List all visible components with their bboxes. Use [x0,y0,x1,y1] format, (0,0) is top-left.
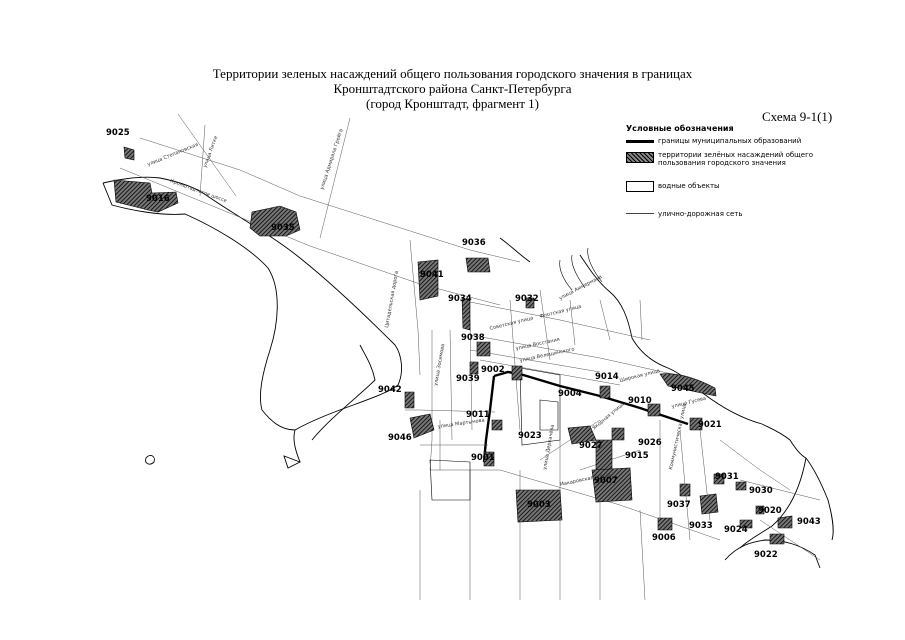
zone-label: 9023 [518,431,542,441]
green-zone-9001 [483,451,495,467]
green-zone-9024 [739,519,753,529]
green-zone-9021 [689,417,703,431]
zone-label: 9002 [481,365,505,375]
zone-label: 9046 [388,433,412,443]
green-zone-9030 [735,481,747,491]
zone-label: 9007 [594,476,618,486]
green-zone-9002 [511,365,523,381]
street-label: Цитадельская дорога [384,271,400,329]
zone-label: 9010 [628,396,652,406]
green-zone-9041 [417,259,439,301]
zone-label: 9030 [749,486,773,496]
legend-item-water: водные объекты [626,181,866,195]
coastline [102,176,834,569]
zone-label: 9027 [579,441,603,451]
zone-label: 9039 [456,374,480,384]
empty-box-icon [626,181,654,192]
water-bodies [429,247,603,501]
zone-label: 9036 [462,238,486,248]
green-zone-9031 [713,473,725,485]
street-label: Флотская улица [539,304,582,320]
zone-label: 9043 [797,517,821,527]
zone-label: 9037 [667,500,691,510]
map-title-line-2: Кронштадтского района Санкт-Петербурга [333,81,572,96]
hatched-box-icon [626,152,654,163]
zone-label: 9045 [671,384,695,394]
street-label: Якорная улица [591,402,625,432]
street-label: улица Степановская [147,142,200,168]
street-label: улица Деркачёва [542,424,556,470]
green-zone-9020 [755,505,765,515]
zone-label: 9011 [466,410,490,420]
green-zone-9003 [515,489,563,523]
legend-item-label: улично-дорожная сеть [658,210,743,218]
green-zone-9037 [679,483,691,497]
street-network [119,113,821,601]
zone-label: 9034 [448,294,472,304]
green-zone-9035 [249,205,301,237]
zone-label: 9004 [558,389,582,399]
green-zone-9045 [659,373,717,397]
green-zone-9038 [476,341,491,357]
green-zones [113,146,793,545]
green-zone-9036 [465,257,491,273]
street-label: улица Гусева [671,396,707,410]
green-zone-9023 [491,419,503,431]
street-label: Широкая улица [619,368,661,384]
green-zone-9039 [469,361,479,375]
zone-label: 9033 [689,521,713,531]
green-zone-9046 [409,413,435,439]
map-title-line-1: Территории зеленых насаждений общего пол… [212,66,693,81]
green-zone-9032 [525,297,535,309]
zone-label: 9025 [106,128,130,138]
zone-label: 9006 [652,533,676,543]
zone-label: 9001 [471,453,495,463]
legend-item-label: территории зелёных насаждений общего пол… [658,151,814,167]
legend-item-roads: улично-дорожная сеть [626,209,866,223]
green-zone-9016 [113,179,179,213]
green-zone-9022 [769,533,785,545]
green-zone-9025 [123,146,135,161]
zone-label: 9032 [515,294,539,304]
green-zone-9034 [461,297,471,331]
green-zone-9033 [699,493,719,515]
zone-label: 9041 [420,270,444,280]
zone-label: 9031 [715,472,739,482]
street-label: улица Адмирала Грейга [318,128,344,191]
zone-label: 9022 [754,550,778,560]
thick-line-icon [626,140,654,143]
schema-label: Схема 9-1(1) [762,109,833,124]
zone-label: 9038 [461,333,485,343]
zone-label: 9024 [724,525,748,535]
green-zone-9043 [777,515,793,529]
green-zone-9026 [611,427,625,441]
green-zone-9042 [404,391,415,409]
zone-label: 9042 [378,385,402,395]
legend-heading: Условные обозначения [626,124,734,133]
zone-labels: 9025 9016 9035 9036 9041 9034 9032 9038 … [106,128,821,560]
green-zone-9010 [647,403,661,417]
green-zone-9014 [599,385,611,399]
legend-item-label: границы муниципальных образований [658,137,802,145]
zone-label: 9021 [698,420,722,430]
zone-label: 9026 [638,438,662,448]
zone-label: 9016 [146,194,170,204]
zone-label: 9015 [625,451,649,461]
legend-item-green-zone: территории зелёных насаждений общего пол… [626,151,866,167]
zone-label: 9003 [527,500,551,510]
green-zone-9006 [657,517,673,531]
legend-item-label: водные объекты [658,182,720,190]
street-label: улица Аммермана [558,274,603,302]
thin-line-icon [626,213,654,214]
street-label: улица Зосимова [433,343,446,386]
map-title-line-3: (город Кронштадт, фрагмент 1) [366,96,539,111]
green-zone-9007 [591,467,633,503]
zone-label: 9014 [595,372,619,382]
legend-item-boundary: границы муниципальных образований [626,137,866,151]
zone-label: 9020 [758,506,782,516]
zone-label: 9035 [271,223,295,233]
street-label: улица Мартынова [437,417,485,430]
street-label: Коммунистическая улица [668,403,688,471]
